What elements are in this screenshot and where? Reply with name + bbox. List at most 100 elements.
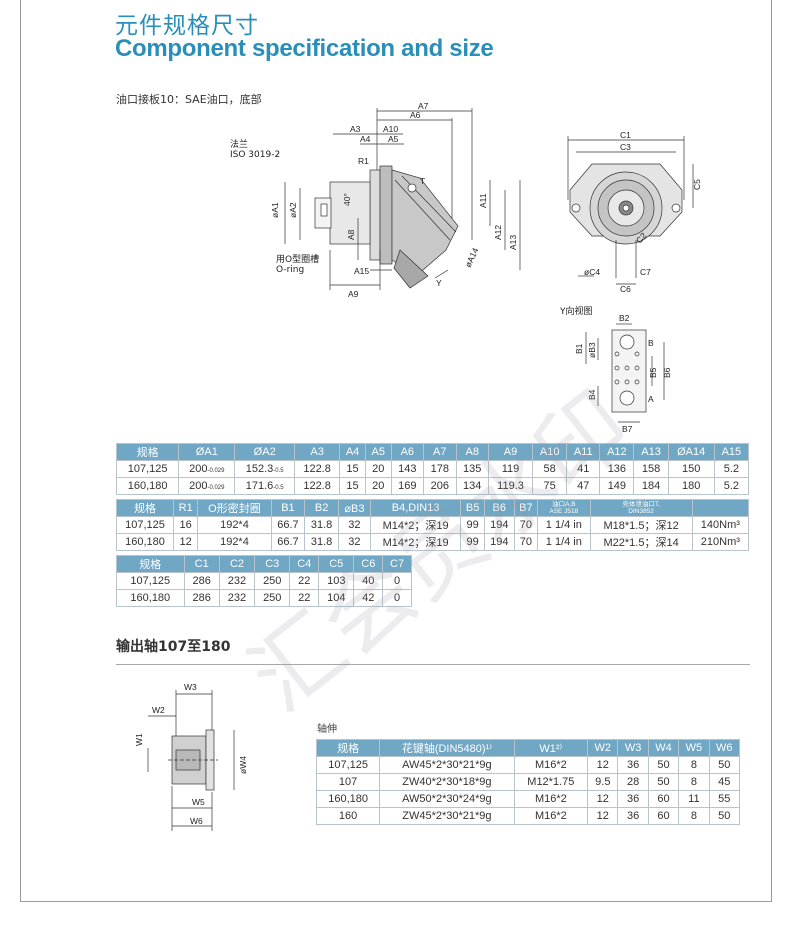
- dim-a3: A3: [350, 124, 361, 134]
- data-cell: 1 1/4 in: [537, 533, 591, 551]
- header-cell: ØA14: [667, 443, 715, 461]
- spec-table-a: 规格 ØA1 ØA2 A3 A4 A5 A6 A7 A8 A9 A10 A11 …: [115, 443, 750, 495]
- header-cell: A4: [339, 443, 366, 461]
- dim-c5: C5: [692, 179, 702, 190]
- data-cell: 180: [667, 477, 715, 495]
- output-shaft-title: 输出轴107至180: [116, 639, 231, 655]
- header-cell: B6: [483, 499, 515, 517]
- data-cell: 250: [254, 589, 291, 607]
- table-row: 107,125 286 232 250 22 103 40 0: [116, 572, 412, 590]
- data-cell: 232: [218, 589, 256, 607]
- dim-w1: W1: [134, 733, 144, 746]
- data-cell: 194: [483, 516, 515, 534]
- side-view-drawing: A7 A6 A3 A10 A4 A5 R1 T øA1 øA2 40° A8 A…: [230, 101, 521, 299]
- data-cell: 152.3-0.5: [234, 460, 295, 478]
- header-cell: C6: [353, 555, 384, 573]
- data-cell: 42: [353, 589, 384, 607]
- data-cell: 36: [617, 756, 649, 774]
- model-cell: 107: [315, 773, 381, 791]
- header-cell: B4,DIN13: [369, 499, 462, 517]
- dim-a12: A12: [493, 225, 503, 240]
- data-cell: 32: [337, 516, 371, 534]
- page-frame: [20, 0, 772, 902]
- header-cell: W2: [587, 739, 619, 757]
- header-cell: A12: [599, 443, 635, 461]
- data-cell: 286: [183, 572, 220, 590]
- header-cell: 规格: [116, 555, 185, 573]
- header-cell: C1: [183, 555, 220, 573]
- dim-b7: B7: [622, 424, 633, 434]
- dim-ob3: øB3: [587, 342, 597, 358]
- data-cell: M14*2；深19: [369, 533, 462, 551]
- data-cell: 134: [455, 477, 489, 495]
- table-row: 160 ZW45*2*30*21*9g M16*2 12 36 60 8 50: [315, 807, 741, 825]
- data-cell: 22: [289, 572, 320, 590]
- data-cell: 11: [678, 790, 710, 808]
- shaft-extension-caption: 轴伸: [317, 724, 337, 735]
- data-cell: 136: [599, 460, 635, 478]
- data-cell: 99: [460, 516, 485, 534]
- header-cell: 规格: [115, 499, 175, 517]
- data-cell: 70: [513, 516, 539, 534]
- header-cell: A8: [455, 443, 489, 461]
- dim-a11: A11: [478, 193, 488, 208]
- data-cell: 16: [173, 516, 199, 534]
- data-cell: 41: [566, 460, 601, 478]
- header-cell: W5: [678, 739, 710, 757]
- table-row: 107,125 AW45*2*30*21*9g M16*2 12 36 50 8…: [315, 756, 741, 774]
- data-cell: 50: [708, 756, 741, 774]
- data-cell: ZW40*2*30*18*9g: [379, 773, 515, 791]
- data-cell: 99: [460, 533, 485, 551]
- dim-oa2: øA2: [288, 202, 298, 218]
- data-cell: 20: [364, 477, 392, 495]
- data-cell: 122.8: [293, 477, 341, 495]
- table-row: 107,125 16 192*4 66.7 31.8 32 M14*2；深19 …: [115, 516, 750, 534]
- dim-w3: W3: [184, 682, 197, 692]
- data-cell: 66.7: [270, 533, 306, 551]
- model-cell: 107,125: [115, 516, 175, 534]
- data-cell: 5.2: [713, 460, 750, 478]
- data-cell: 158: [633, 460, 669, 478]
- header-cell-torque: [691, 499, 750, 517]
- shaft-drawing: W3 W2 W1 øW4 W5 W6: [134, 682, 248, 831]
- header-cell: A13: [633, 443, 669, 461]
- header-cell: 花键轴(DIN5480)¹⁾: [379, 739, 515, 757]
- dim-a9: A9: [348, 289, 359, 299]
- header-cell: B1: [270, 499, 306, 517]
- model-cell: 160,180: [315, 790, 381, 808]
- data-cell: 36: [617, 790, 649, 808]
- data-cell: 12: [173, 533, 199, 551]
- table-row: 160,180 200-0.029 171.6-0.5 122.8 15 20 …: [115, 477, 750, 495]
- header-cell: B5: [460, 499, 485, 517]
- data-cell: 122.8: [293, 460, 341, 478]
- page-title-en: Component specification and size: [115, 35, 494, 62]
- flange-label: 法兰: [230, 138, 248, 150]
- data-cell: 200-0.029: [178, 477, 236, 495]
- data-cell: 60: [647, 790, 680, 808]
- data-cell: 58: [532, 460, 568, 478]
- data-cell: M14*2；深19: [369, 516, 462, 534]
- model-cell: 107,125: [315, 756, 381, 774]
- header-cell: ØA2: [234, 443, 295, 461]
- data-cell: 140Nm³: [691, 516, 750, 534]
- dim-b5: B5: [648, 367, 658, 378]
- spline-shaft-table: 规格 花键轴(DIN5480)¹⁾ W1²⁾ W2 W3 W4 W5 W6 10…: [315, 739, 741, 825]
- table-header-row: 规格 R1 O形密封圈 B1 B2 ⌀B3 B4,DIN13 B5 B6 B7 …: [115, 499, 750, 517]
- data-cell: 15: [339, 460, 366, 478]
- dim-b6: B6: [662, 367, 672, 378]
- data-cell: 200-0.029: [178, 460, 236, 478]
- dim-w5: W5: [192, 797, 205, 807]
- header-cell: A10: [532, 443, 568, 461]
- header-cell: W6: [708, 739, 741, 757]
- header-cell: B7: [513, 499, 539, 517]
- dim-a7: A7: [418, 101, 429, 111]
- data-cell: 8: [678, 807, 710, 825]
- table-row: 160,180 AW50*2*30*24*9g M16*2 12 36 60 1…: [315, 790, 741, 808]
- data-cell: 75: [532, 477, 568, 495]
- data-cell: 135: [455, 460, 489, 478]
- flange-standard-label: ISO 3019-2: [230, 150, 280, 160]
- dim-angle-40: 40°: [342, 193, 352, 206]
- spec-table-c: 规格 C1 C2 C3 C4 C5 C6 C7 107,125 286 232 …: [116, 555, 412, 607]
- data-cell: 119.3: [487, 477, 534, 495]
- page-title-cn: 元件规格尺寸: [115, 13, 259, 39]
